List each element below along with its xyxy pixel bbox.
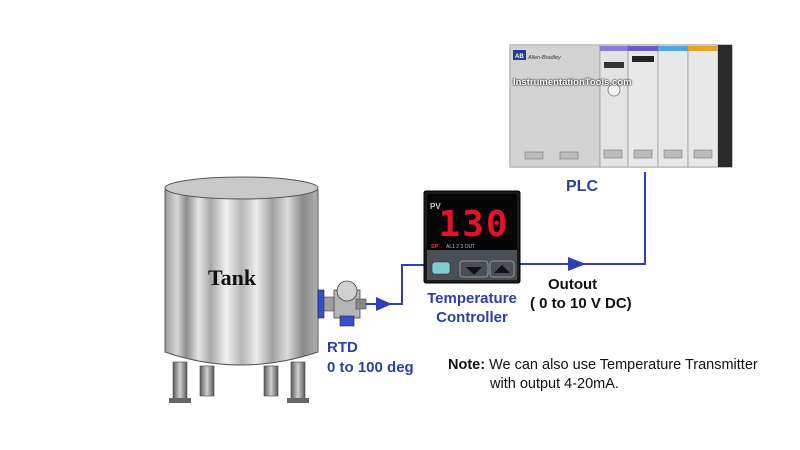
- rtd-arrow: [376, 297, 392, 311]
- output-arrow: [568, 257, 586, 271]
- output-range: ( 0 to 10 V DC): [530, 295, 632, 312]
- tank-legs: [169, 361, 309, 403]
- controller-label-line1: Temperature: [427, 290, 517, 307]
- watermark: InstrumentationTools.com: [513, 77, 632, 88]
- plc-logo-text: AB: [515, 54, 524, 60]
- tank: [164, 176, 319, 403]
- output-title: Outout: [548, 276, 598, 293]
- rtd-title: RTD: [327, 339, 358, 356]
- note-prefix: Note:: [448, 357, 486, 373]
- note-line2: with output 4-20mA.: [490, 376, 619, 392]
- plc-rack: [509, 44, 733, 168]
- rtd-range: 0 to 100 deg: [327, 359, 414, 376]
- controller-sp-tag: SP: [431, 244, 439, 250]
- controller-label-line2: Controller: [436, 309, 508, 326]
- tank-label: Tank: [208, 265, 257, 290]
- output-label: Outout ( 0 to 10 V DC): [530, 275, 632, 313]
- note-line1: We can also use Temperature Transmitter: [485, 357, 758, 373]
- plc-brand: Allen-Bradley: [528, 55, 561, 61]
- temperature-controller: [423, 190, 521, 284]
- controller-pv-tag: PV: [430, 202, 441, 211]
- rtd-sensor: [317, 280, 367, 327]
- controller-to-plc-wire: [520, 172, 646, 265]
- note: Note: We can also use Temperature Transm…: [448, 356, 758, 394]
- plc-label: PLC: [566, 178, 598, 195]
- controller-indicators: AL1 2 3 OUT: [446, 244, 475, 250]
- controller-label: Temperature Controller: [422, 289, 522, 327]
- tank-top: [164, 176, 319, 200]
- rtd-label: RTD 0 to 100 deg: [327, 338, 414, 378]
- rtd-to-controller-wire: [392, 264, 424, 305]
- controller-display-value: 130: [438, 204, 509, 245]
